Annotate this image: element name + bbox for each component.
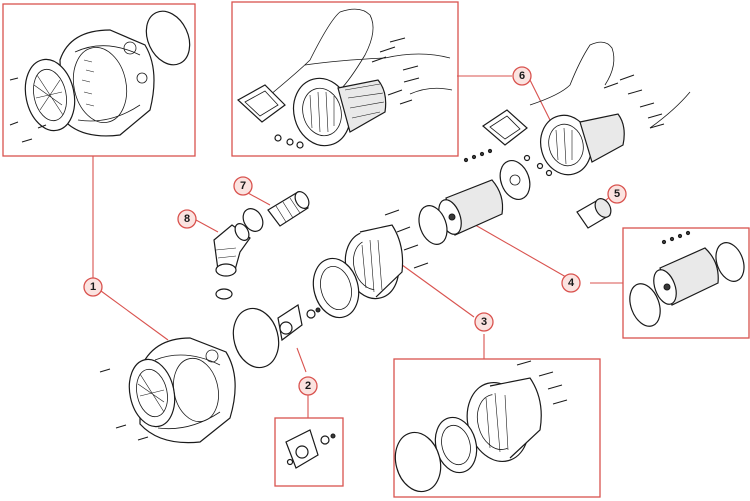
callout-3-label: 3 [481, 316, 487, 328]
callout-8-label: 8 [184, 213, 190, 225]
callout-8: 8 [177, 209, 197, 229]
part-2-impeller [232, 304, 321, 369]
part-5-cap [576, 198, 612, 229]
detail-box-motor-casing [393, 358, 601, 498]
impeller-detail [285, 429, 336, 469]
callout-7: 7 [233, 176, 253, 196]
pump-housing-detail [9, 10, 191, 143]
part-4-motor [418, 148, 531, 245]
callout-7-label: 7 [240, 180, 246, 192]
float-switch-detail [236, 8, 453, 149]
callout-6-label: 6 [519, 70, 525, 82]
part-1-pump-housing [99, 288, 236, 444]
float-switch-body [236, 84, 286, 123]
callout-6: 6 [512, 66, 532, 86]
housing-oring [145, 10, 191, 66]
motor-casing-detail [394, 360, 568, 493]
callout-5-label: 5 [614, 188, 620, 200]
motor-detail [629, 230, 745, 327]
callout-1: 1 [83, 277, 103, 297]
float-switch-assembly [482, 109, 528, 146]
part-3-motor-casing [312, 209, 429, 319]
detail-box-pump-housing [2, 3, 196, 157]
callout-4-label: 4 [568, 277, 575, 289]
detail-box-impeller [274, 417, 344, 487]
callout-4: 4 [561, 273, 581, 293]
part-8-elbow [213, 223, 251, 277]
callout-1-label: 1 [90, 281, 96, 293]
callout-2: 2 [298, 376, 318, 396]
motor-oring [418, 205, 448, 245]
part-7-hose-connector [242, 191, 310, 232]
detail-box-float-switch-motor-cover [231, 1, 459, 157]
callout-5: 5 [607, 184, 627, 204]
callout-3: 3 [474, 312, 494, 332]
part-6-assembly [482, 41, 691, 177]
callout-2-label: 2 [305, 380, 311, 392]
